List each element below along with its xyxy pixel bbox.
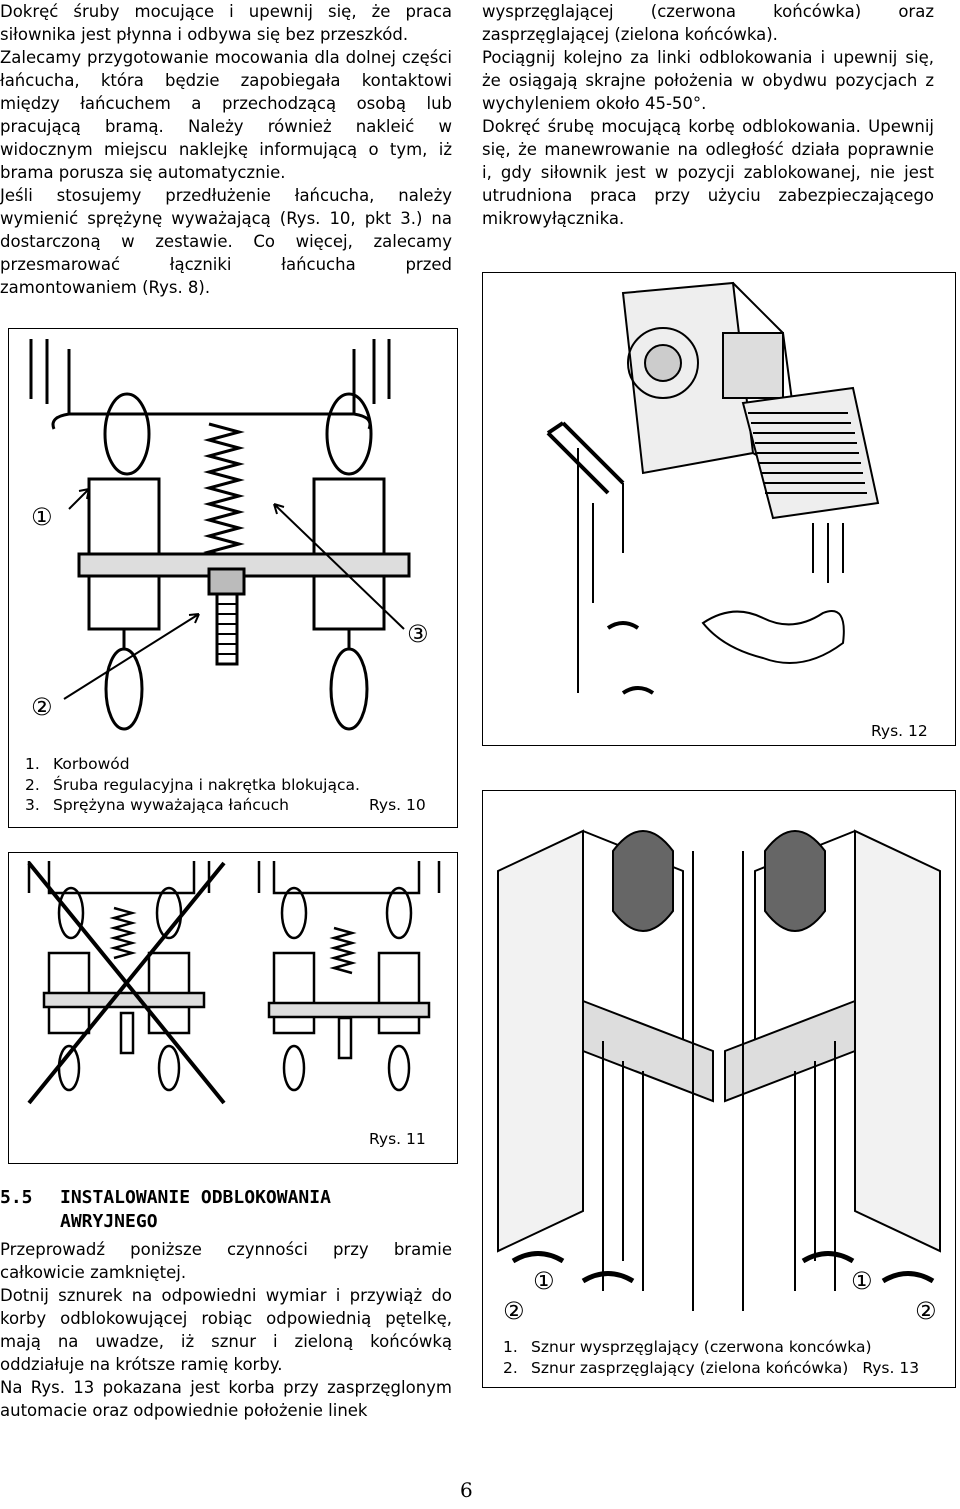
legend-item: 2.Sznur zasprzęglający (zielona końcówka…	[503, 1358, 920, 1377]
figure-caption: Rys. 10	[369, 796, 426, 814]
chain-spring-illustration	[29, 339, 411, 731]
figure-caption: Rys. 11	[369, 1130, 426, 1148]
figure-caption: Rys. 13	[862, 1358, 920, 1377]
paragraph: Dotnij sznurek na odpowiedni wymiar i pr…	[0, 1286, 452, 1374]
paragraph: Zalecamy przygotowanie mocowania dla dol…	[0, 48, 452, 182]
figure-11: Rys. 11	[8, 852, 458, 1164]
callout-2: ②	[503, 1297, 525, 1325]
incorrect-mounting-illustration	[27, 861, 441, 1105]
callout-1: ①	[533, 1267, 555, 1295]
figure-caption: Rys. 12	[871, 722, 928, 740]
figure-13: ① ② ① ② 1.Sznur wysprzęglający (czerwona…	[482, 790, 956, 1388]
legend-item: 3.Sprężyna wyważająca łańcuch	[25, 796, 289, 814]
fig10-legend: 1.Korbowód 2.Śruba regulacyjna i nakrętk…	[25, 754, 360, 816]
paragraph: Pociągnij kolejno za linki odblokowania …	[482, 48, 934, 113]
section-number: 5.5	[0, 1187, 33, 1208]
callout-2: ②	[31, 693, 53, 721]
callout-3: ③	[407, 620, 429, 648]
legend-item: 1.Korbowód	[25, 755, 130, 773]
page-number: 6	[460, 1478, 473, 1502]
manual-release-cords-illustration	[497, 829, 941, 1311]
paragraph: Na Rys. 13 pokazana jest korba przy zasp…	[0, 1378, 452, 1420]
figure-12: Rys. 12	[482, 272, 956, 746]
section-title: INSTALOWANIE ODBLOKOWANIA AWRYJNEGO	[60, 1187, 331, 1232]
left-intro-text: Dokręć śruby mocujące i upewnij się, że …	[0, 0, 452, 299]
section-body: Przeprowadź poniższe czynności przy bram…	[0, 1238, 452, 1422]
right-intro-text: wysprzęglającej (czerwona końcówka) oraz…	[482, 0, 934, 230]
callout-2: ②	[915, 1297, 937, 1325]
paragraph: Przeprowadź poniższe czynności przy bram…	[0, 1240, 452, 1282]
paragraph: wysprzęglającej (czerwona końcówka) oraz…	[482, 2, 934, 44]
release-lever-illustration	[546, 281, 880, 695]
figure-10: ① ② ③ 1.Korbowód 2.Śruba regulacyjna i n…	[8, 328, 458, 828]
paragraph: Dokręć śrubę mocującą korbę odblokowania…	[482, 117, 934, 228]
paragraph: Jeśli stosujemy przedłużenie łańcucha, n…	[0, 186, 452, 297]
callout-1: ①	[31, 503, 53, 531]
fig13-legend: 1.Sznur wysprzęglający (czerwona koncówk…	[503, 1337, 919, 1378]
paragraph: Dokręć śruby mocujące i upewnij się, że …	[0, 2, 452, 44]
callout-1: ①	[851, 1267, 873, 1295]
legend-item: 1.Sznur wysprzęglający (czerwona koncówk…	[503, 1338, 872, 1356]
legend-item: 2.Śruba regulacyjna i nakrętka blokująca…	[25, 775, 360, 794]
